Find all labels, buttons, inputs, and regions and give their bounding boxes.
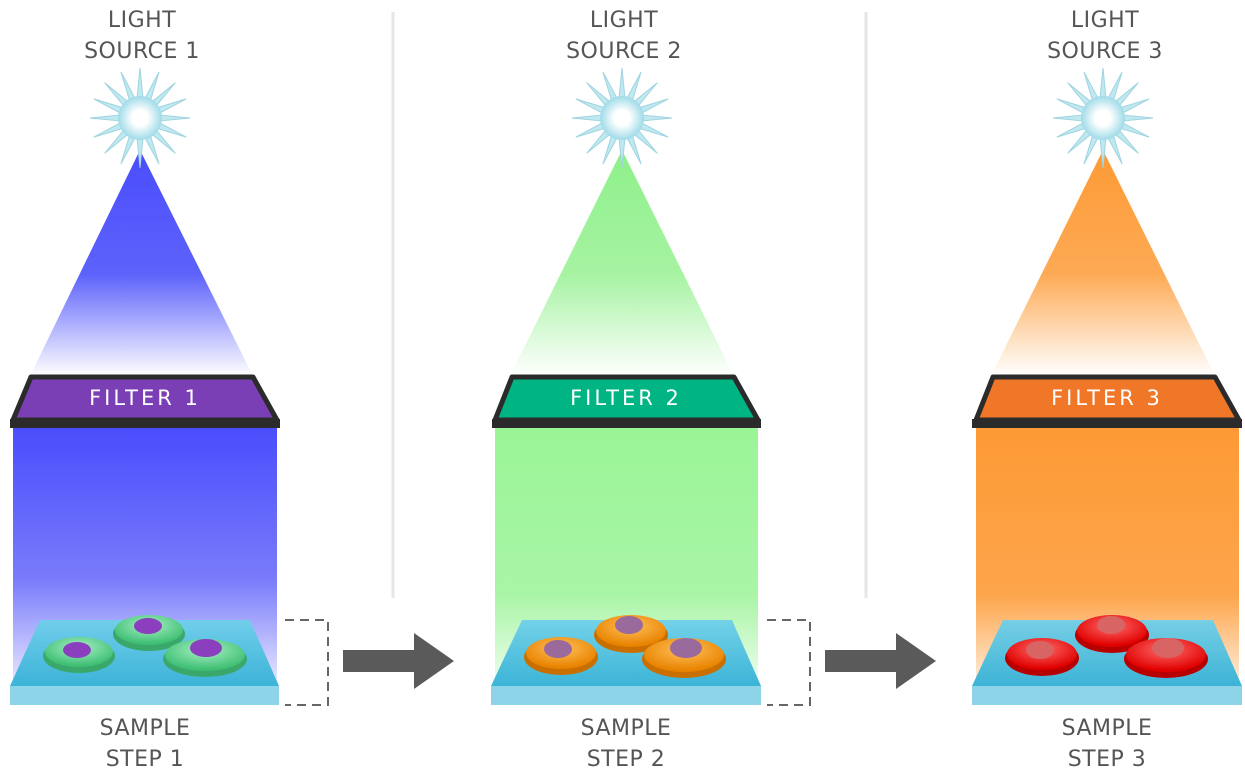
filter-base-1	[10, 419, 280, 428]
cell	[113, 615, 185, 651]
sample-label-1: SAMPLE STEP 1	[25, 713, 265, 775]
light-source-line1: LIGHT	[1070, 8, 1140, 33]
cell	[43, 637, 115, 673]
filter-base-2	[492, 419, 761, 428]
panel-3	[972, 67, 1242, 706]
sample-line1: SAMPLE	[99, 716, 191, 741]
sample-slide-edge-2	[491, 686, 761, 705]
sample-label-2: SAMPLE STEP 2	[506, 713, 746, 775]
filter-base-3	[972, 419, 1242, 428]
sample-line2: STEP 3	[1067, 747, 1147, 772]
light-source-line1: LIGHT	[107, 8, 177, 33]
light-source-line2: SOURCE 1	[84, 39, 200, 64]
sample-slide-edge-3	[972, 686, 1242, 705]
light-source-line2: SOURCE 2	[566, 39, 682, 64]
light-source-label-1: LIGHT SOURCE 1	[22, 5, 262, 67]
sample-line1: SAMPLE	[1061, 716, 1153, 741]
cell	[1005, 638, 1079, 676]
sample-line2: STEP 2	[586, 747, 666, 772]
dashed-bracket	[285, 619, 329, 706]
filter-label-2: FILTER 2	[570, 386, 682, 410]
light-source-label-3: LIGHT SOURCE 3	[985, 5, 1225, 67]
light-source-label-2: LIGHT SOURCE 2	[504, 5, 744, 67]
sample-label-3: SAMPLE STEP 3	[987, 713, 1227, 775]
light-cone-2	[510, 150, 734, 376]
light-source-line2: SOURCE 3	[1047, 39, 1163, 64]
light-cone-1	[30, 150, 253, 376]
star-light-icon	[571, 67, 673, 169]
cell	[163, 639, 247, 677]
panel-2	[491, 67, 761, 706]
star-light-icon	[89, 67, 191, 169]
filter-label-3: FILTER 3	[1051, 386, 1163, 410]
cell	[1075, 615, 1149, 653]
sample-line1: SAMPLE	[580, 716, 672, 741]
star-light-icon	[1052, 67, 1154, 169]
cell	[594, 615, 668, 653]
sample-slide-edge-1	[10, 686, 279, 705]
cell	[642, 638, 726, 678]
cell	[1124, 638, 1208, 678]
cell	[524, 637, 598, 675]
arrow-right-icon	[343, 633, 454, 689]
light-source-line1: LIGHT	[589, 8, 659, 33]
sample-line2: STEP 1	[105, 747, 185, 772]
light-cone-3	[991, 150, 1215, 376]
filter-label-1: FILTER 1	[89, 386, 201, 410]
arrow-right-icon	[825, 633, 936, 689]
dashed-bracket	[767, 619, 811, 706]
panel-1	[10, 67, 280, 706]
